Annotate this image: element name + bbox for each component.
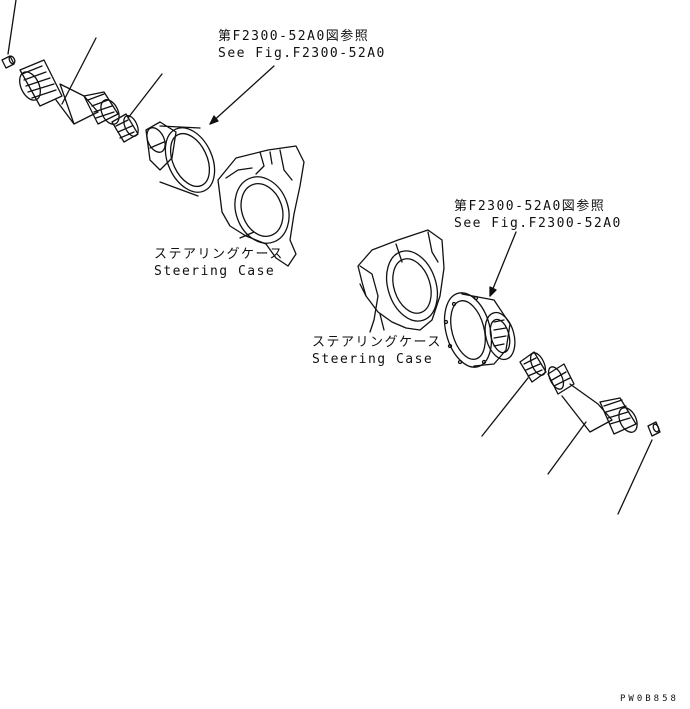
callout-arrow-lower (489, 231, 517, 297)
callout-lower-jp: 第F2300-52A0図参照 (454, 199, 606, 214)
steering-case-upper-jp: ステアリングケース (154, 247, 284, 262)
leader-line-shaft-lower (547, 421, 587, 475)
leader-line-shaft-upper (61, 37, 97, 105)
steering-case-label-lower: ステアリングケース Steering Case (312, 334, 442, 368)
steering-case-upper-en: Steering Case (154, 264, 276, 279)
steering-case-label-upper: ステアリングケース Steering Case (154, 246, 284, 280)
shaft-lower (547, 363, 638, 435)
flange-upper (145, 121, 216, 197)
callout-arrow-upper (209, 65, 275, 125)
steering-case-lower-en: Steering Case (312, 352, 434, 367)
coupling-upper (111, 113, 139, 143)
plug-upper (1, 55, 16, 69)
steering-case-lower (357, 229, 445, 333)
callout-upper-jp: 第F2300-52A0図参照 (218, 29, 370, 44)
callout-lower-en: See Fig.F2300-52A0 (454, 216, 622, 231)
steering-case-lower-jp: ステアリングケース (312, 335, 442, 350)
leader-line-plug-lower (617, 439, 653, 515)
steering-case-upper (217, 145, 305, 267)
callout-label-lower: 第F2300-52A0図参照 See Fig.F2300-52A0 (454, 198, 622, 232)
leader-line-coupling-upper (127, 73, 163, 119)
shaft-upper (19, 59, 120, 125)
callout-label-upper: 第F2300-52A0図参照 See Fig.F2300-52A0 (218, 28, 386, 62)
drawing-code: PW0B858 (620, 694, 679, 704)
hub-lower (443, 292, 516, 368)
callout-upper-en: See Fig.F2300-52A0 (218, 46, 386, 61)
plug-lower (647, 421, 661, 437)
leader-line-plug-upper (7, 0, 17, 55)
leader-line-coupling-lower (481, 377, 529, 437)
coupling-lower (519, 351, 547, 383)
